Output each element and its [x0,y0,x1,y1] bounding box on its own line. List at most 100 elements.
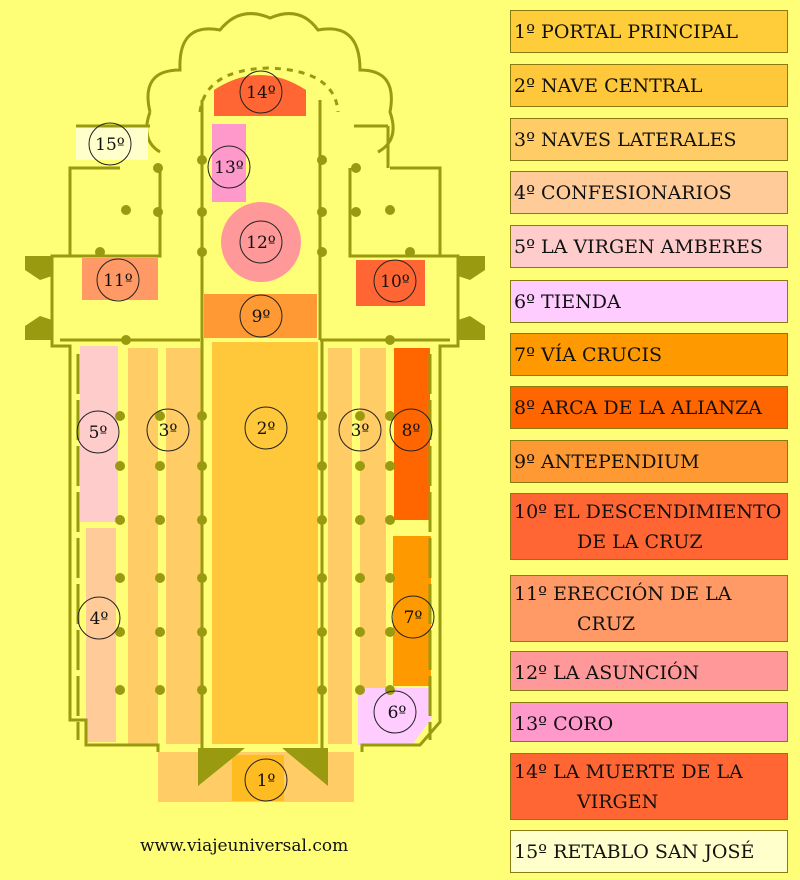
marker-11: 11º [103,271,133,291]
pillar [317,247,327,257]
pillar [355,411,365,421]
portal-door-right [282,748,328,786]
zone-death-virgin [214,75,306,116]
marker-13: 13º [214,158,244,178]
zone-san-jose [76,126,148,160]
transept-doors [25,256,485,786]
legend-item-13: 13º CORO [510,702,788,742]
legend-item-11-line: 11º ERECCIÓN DE LA [514,583,732,605]
marker-1: 1º [257,771,276,791]
legend-item-6-line: 6º TIENDA [514,291,621,313]
pillar [355,685,365,695]
marker-3a: 3º [159,421,178,441]
zone-lateral-nave-3 [328,348,352,744]
pillar [385,205,395,215]
pillar [317,573,327,583]
legend-item-12: 12º LA ASUNCIÓN [510,651,788,691]
legend-item-10-line: DE LA CRUZ [577,531,703,553]
pillar [197,411,207,421]
legend-item-10: 10º EL DESCENDIMIENTO DE LA CRUZ [510,493,788,560]
legend-item-13-line: 13º CORO [514,713,614,735]
pillar [351,163,361,173]
legend-item-11: 11º ERECCIÓN DE LA CRUZ [510,575,788,642]
legend-item-7: 7º VÍA CRUCIS [510,333,788,376]
legend-item-1-line: 1º PORTAL PRINCIPAL [514,21,739,43]
pillar [115,515,125,525]
zone-lateral-nave-1 [128,348,158,744]
marker-10: 10º [380,272,410,292]
marker-15: 15º [95,135,125,155]
marker-8: 8º [402,421,421,441]
pillar [197,155,207,165]
pillar [385,573,395,583]
pillar [355,627,365,637]
legend-item-8-line: 8º ARCA DE LA ALIANZA [514,397,763,419]
zone-assumption [221,202,301,282]
pillar [115,627,125,637]
marker-labels: 1º 2º 3º 3º 4º 5º 6º 7º 8º 9º 10º 11º 12… [89,83,423,791]
marker-3b: 3º [351,421,370,441]
walls [50,100,460,752]
zone-descent [356,260,425,306]
pillar [115,461,125,471]
portal-door-left [198,748,245,786]
legend-item-3-line: 3º NAVES LATERALES [514,129,737,151]
marker-5: 5º [89,423,108,443]
marker-7: 7º [404,608,423,628]
pillar [317,627,327,637]
pillar [155,515,165,525]
zone-erection [82,258,158,300]
pillar [197,627,207,637]
marker-2: 2º [257,419,276,439]
pillar [121,335,131,345]
zone-lateral-nave-2 [166,348,202,744]
pillar [197,515,207,525]
pillar [317,155,327,165]
zone-central-nave [212,342,318,744]
pillar [155,411,165,421]
legend-item-2-line: 2º NAVE CENTRAL [514,75,703,97]
pillar [121,205,131,215]
markers [76,70,435,802]
pillar [351,207,361,217]
zone-antependium [204,294,317,338]
zone-choir [212,124,246,202]
marker-9: 9º [252,307,271,327]
pillar [317,411,327,421]
pillar [115,573,125,583]
legend-item-1: 1º PORTAL PRINCIPAL [510,10,788,53]
zone-via-crucis [393,536,431,686]
pillar [197,207,207,217]
marker-6: 6º [388,703,407,723]
zone-portal-center [232,755,284,801]
legend-item-2: 2º NAVE CENTRAL [510,64,788,107]
pillar [95,247,105,257]
legend-item-14: 14º LA MUERTE DE LA VIRGEN [510,753,788,820]
legend-item-14-line: 14º LA MUERTE DE LA [514,761,743,783]
pillar [197,247,207,257]
legend-item-7-line: 7º VÍA CRUCIS [514,344,662,366]
legend-item-12-line: 12º LA ASUNCIÓN [514,662,700,684]
pillar [115,411,125,421]
website-credit: www.viajeuniversal.com [140,836,349,856]
pillars [95,155,415,695]
legend-item-9: 9º ANTEPENDIUM [510,440,788,483]
legend-item-5: 5º LA VIRGEN AMBERES [510,225,788,268]
legend-item-15-line: 15º RETABLO SAN JOSÉ [514,841,755,863]
pillar [405,247,415,257]
pillar [385,515,395,525]
legend-item-10-line: 10º EL DESCENDIMIENTO [514,501,782,523]
legend-item-8: 8º ARCA DE LA ALIANZA [510,386,788,429]
pillar [115,685,125,695]
marker-12: 12º [246,233,276,253]
legend-item-4-line: 4º CONFESIONARIOS [514,182,732,204]
legend-item-14-line: VIRGEN [577,791,659,813]
legend-item-5-line: 5º LA VIRGEN AMBERES [514,236,763,258]
pillar [155,685,165,695]
pillar [197,685,207,695]
legend-item-11-line: CRUZ [577,613,636,635]
zone-ark [394,348,430,520]
marker-14: 14º [246,83,276,103]
